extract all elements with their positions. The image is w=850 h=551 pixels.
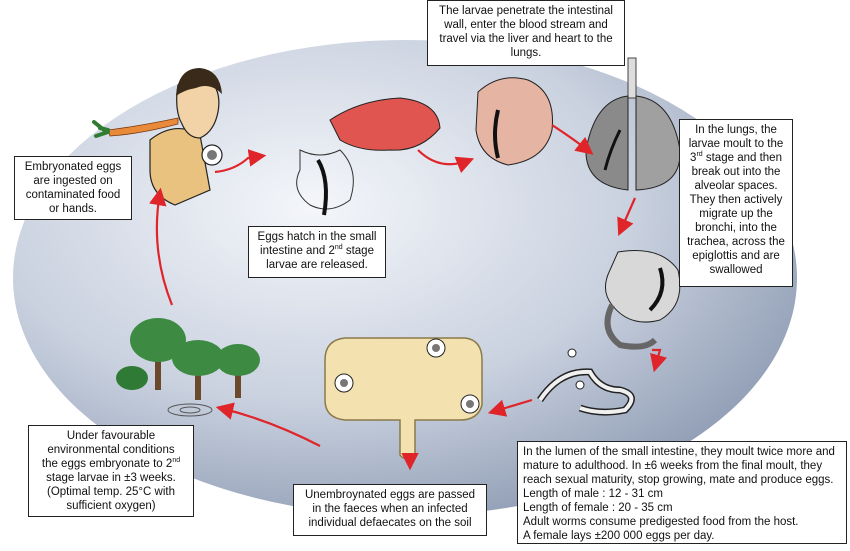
lungs-line-7: migrate up the — [699, 208, 773, 220]
lungs-line-10: epiglottis and are — [692, 250, 780, 262]
hatch-line-3: larvae are released. — [266, 259, 368, 271]
label-penetrate: The larvae penetrate the intestinal wall… — [427, 0, 625, 66]
lungs-line-4: break out into the — [691, 166, 781, 178]
favourable-line-2: environmental conditions — [47, 444, 175, 456]
lumen-line-4: Length of male : 12 - 31 cm — [523, 488, 663, 500]
faeces-line-3: individual defaecates on the soil — [308, 517, 472, 529]
penetrate-line-2: wall, enter the blood stream and — [444, 19, 608, 31]
label-lumen: In the lumen of the small intestine, the… — [517, 441, 847, 544]
lungs-line-5: alveolar spaces. — [694, 180, 778, 192]
lungs-line-3: 3rd stage and then — [690, 151, 782, 164]
lungs-line-1: In the lungs, the — [695, 124, 777, 136]
ingested-line-1: Embryonated eggs — [24, 161, 122, 173]
puddle-icon — [167, 403, 213, 417]
penetrate-line-4: lungs. — [510, 47, 542, 59]
arrow-stomach-to-small-intestine — [650, 348, 668, 373]
arrow-ingest-to-hatch — [214, 149, 267, 174]
arrow-soil-to-ingest — [149, 187, 174, 306]
lungs-line-11: swallowed — [709, 264, 763, 276]
lungs-line-9: trachea, across the — [687, 236, 785, 248]
penetrate-line-1: The larvae penetrate the intestinal — [439, 5, 613, 17]
lumen-line-2: mature to adulthood. In ±6 weeks from th… — [523, 460, 823, 472]
arrow-intestine-to-large — [487, 398, 533, 417]
lumen-line-5: Length of female : 20 - 35 cm — [523, 502, 673, 514]
heart-icon — [475, 77, 553, 166]
faeces-line-1: Unembroynated eggs are passed — [304, 489, 476, 501]
ingested-line-4: or hands. — [49, 203, 97, 215]
faeces-line-2: in the faeces when an infected — [312, 503, 468, 515]
lungs-line-2: larvae moult to the — [688, 138, 784, 150]
favourable-line-3: the eggs embryonate to 2nd — [41, 457, 181, 470]
lungs-line-8: bronchi, into the — [695, 222, 777, 234]
ingested-line-2: are ingested on — [33, 175, 113, 187]
lungs-line-6: They then actively — [689, 194, 783, 206]
lumen-line-3: reach sexual maturity, stop growing, mat… — [523, 474, 834, 486]
hatch-line-2: intestine and 2nd stage — [260, 244, 374, 257]
person-eating-carrot-icon — [92, 68, 222, 206]
cycle-arrows — [149, 124, 668, 471]
favourable-line-6: sufficient oxygen) — [66, 500, 156, 512]
large-intestine-icon — [324, 337, 483, 460]
lumen-line-1: In the lumen of the small intestine, the… — [523, 446, 835, 458]
favourable-line-5: (Optimal temp. 25°C with — [47, 486, 175, 498]
arrow-faeces-to-soil — [215, 402, 321, 447]
lumen-line-6: Adult worms consume predigested food fro… — [523, 516, 799, 528]
favourable-line-4: stage larvae in ±3 weeks. — [46, 472, 176, 484]
label-hatch: Eggs hatch in the small intestine and 2n… — [248, 226, 386, 278]
egg-icon — [201, 144, 223, 166]
arrow-liver-to-heart — [417, 149, 475, 174]
label-faeces: Unembroynated eggs are passed in the fae… — [293, 484, 487, 536]
label-lungs: In the lungs, the larvae moult to the 3r… — [679, 119, 793, 287]
arrow-lungs-to-stomach — [617, 197, 637, 237]
lungs-icon — [585, 57, 681, 191]
label-ingested: Embryonated eggs are ingested on contami… — [14, 156, 132, 220]
ingested-line-3: contaminated food — [25, 189, 121, 201]
hatch-line-1: Eggs hatch in the small — [257, 231, 377, 243]
stomach-icon — [604, 249, 681, 350]
trees-icon — [116, 318, 260, 400]
lumen-line-7: A female lays ±200 000 eggs per day. — [523, 530, 715, 542]
small-intestine-icon — [537, 348, 635, 416]
liver-icon — [296, 97, 441, 216]
penetrate-line-3: travel via the liver and heart to the — [439, 33, 613, 45]
favourable-line-1: Under favourable — [66, 430, 156, 442]
label-favourable: Under favourable environmental condition… — [28, 425, 194, 517]
arrow-heart-to-lungs — [551, 124, 594, 155]
